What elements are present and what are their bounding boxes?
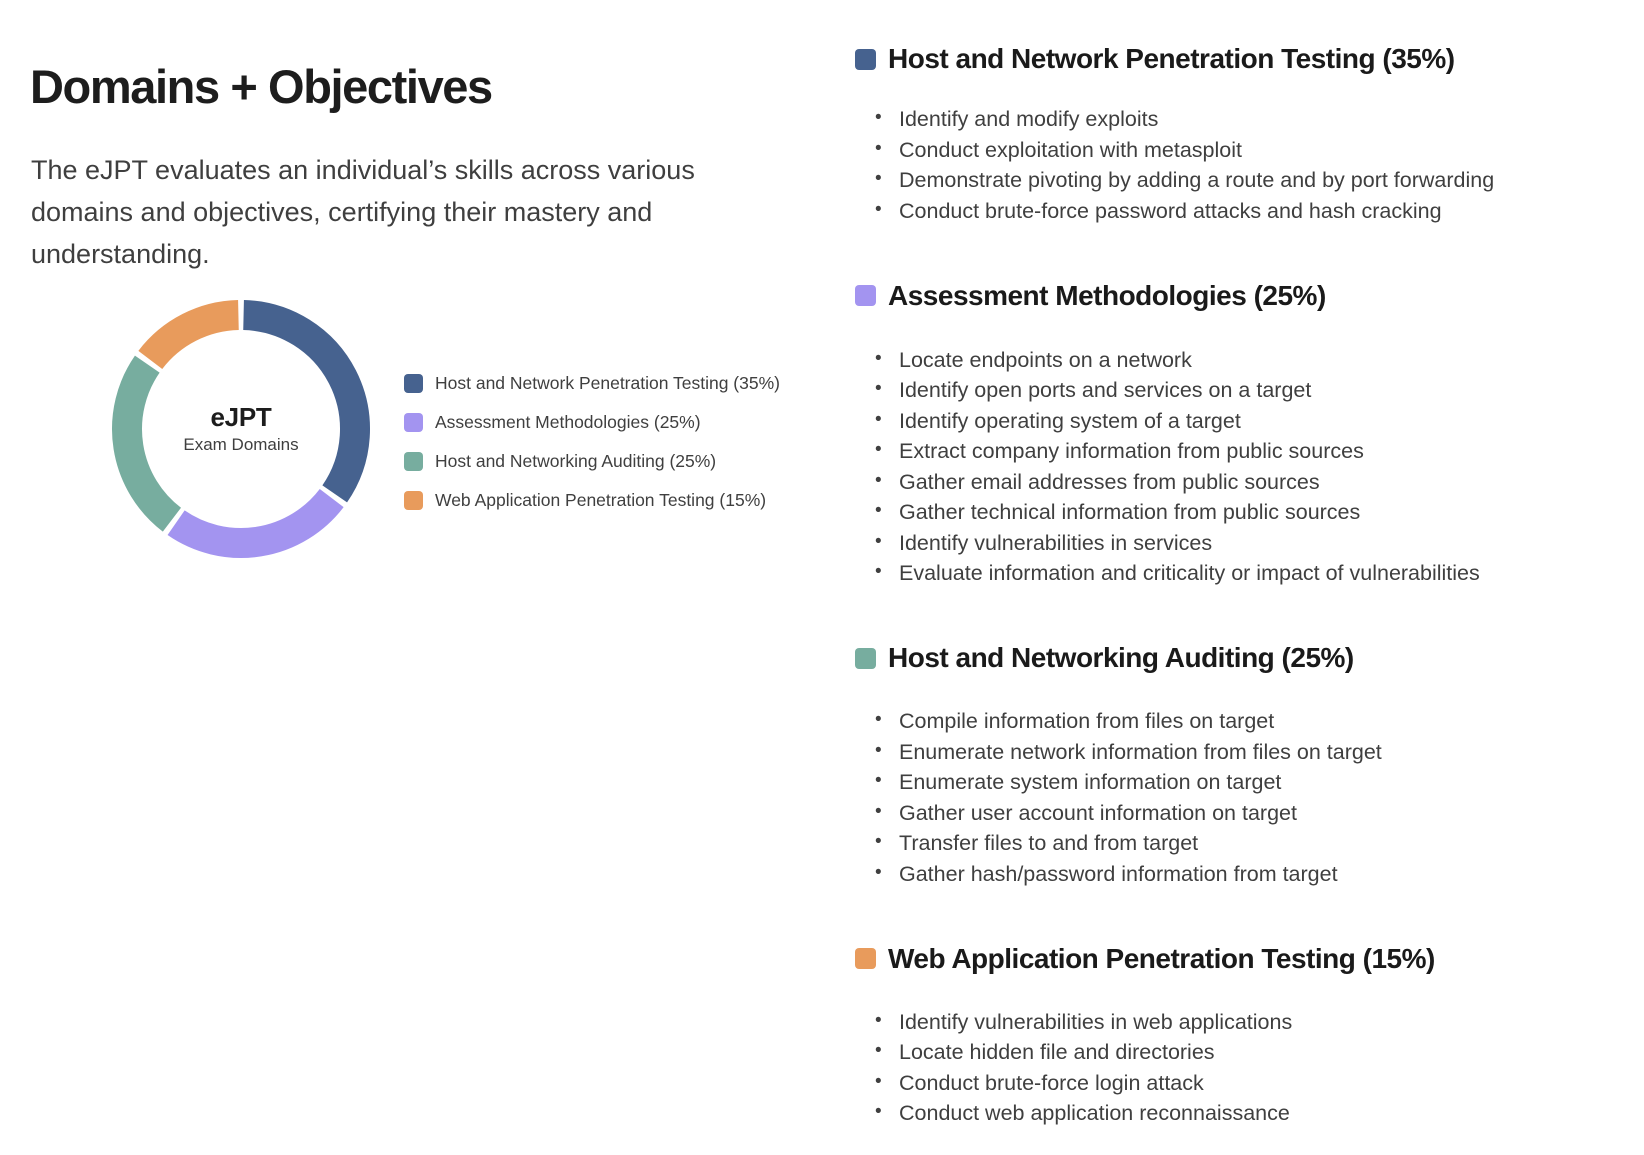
domain-title: Host and Networking Auditing (25%) <box>888 642 1354 674</box>
domain-section: Web Application Penetration Testing (15%… <box>855 919 1644 1128</box>
domains-list: Host and Network Penetration Testing (35… <box>855 20 1644 1155</box>
domain-color-swatch <box>855 285 876 307</box>
domain-title: Web Application Penetration Testing (15%… <box>888 942 1435 974</box>
objective-item: Transfer files to and from target <box>867 827 1644 859</box>
domain-color-swatch <box>855 948 876 970</box>
objective-item: Demonstrate pivoting by adding a route a… <box>867 164 1644 196</box>
page-title: Domains + Objectives <box>30 60 493 114</box>
legend-label: Web Application Penetration Testing (15%… <box>435 490 767 510</box>
donut-segment: Web Application Penetration Testing (15%… <box>138 300 240 370</box>
objective-item: Enumerate system information on target <box>867 766 1644 798</box>
objective-item: Identify vulnerabilities in web applicat… <box>867 1006 1644 1038</box>
domain-title: Assessment Methodologies (25%) <box>888 279 1326 311</box>
chart-legend: Host and Network Penetration Testing (35… <box>404 364 804 520</box>
objectives-list: Identify vulnerabilities in web applicat… <box>855 1006 1644 1129</box>
donut-chart-svg: Host and Network Penetration Testing (35… <box>112 300 370 558</box>
objective-item: Gather hash/password information from ta… <box>867 858 1644 890</box>
objective-item: Conduct exploitation with metasploit <box>867 134 1644 166</box>
objective-item: Enumerate network information from files… <box>867 736 1644 768</box>
objective-item: Conduct brute-force login attack <box>867 1067 1644 1099</box>
objective-item: Compile information from files on target <box>867 705 1644 737</box>
legend-row: Assessment Methodologies (25%) <box>404 403 804 442</box>
domain-heading: Host and Network Penetration Testing (35… <box>855 20 1644 98</box>
legend-color-swatch <box>404 491 423 510</box>
donut-chart: Host and Network Penetration Testing (35… <box>105 293 377 565</box>
domain-color-swatch <box>855 48 876 70</box>
left-panel: Domains + Objectives The eJPT evaluates … <box>0 0 830 1078</box>
domain-heading: Assessment Methodologies (25%) <box>855 256 1644 334</box>
objective-item: Conduct brute-force password attacks and… <box>867 195 1644 227</box>
objective-item: Gather user account information on targe… <box>867 797 1644 829</box>
objective-item: Identify vulnerabilities in services <box>867 527 1644 559</box>
domain-section: Host and Networking Auditing (25%) Compil… <box>855 619 1644 889</box>
legend-row: Host and Networking Auditing (25%) <box>404 442 804 481</box>
legend-row: Host and Network Penetration Testing (35… <box>404 364 804 403</box>
objective-item: Identify and modify exploits <box>867 103 1644 135</box>
donut-segment: Assessment Methodologies (25%) <box>167 488 344 558</box>
legend-color-swatch <box>404 374 423 393</box>
objective-item: Conduct web application reconnaissance <box>867 1097 1644 1129</box>
donut-segment: Host and Network Penetration Testing (35… <box>242 300 370 503</box>
objective-item: Gather technical information from public… <box>867 496 1644 528</box>
legend-label: Host and Networking Auditing (25%) <box>435 451 717 471</box>
domain-title: Host and Network Penetration Testing (35… <box>888 43 1455 75</box>
objective-item: Identify operating system of a target <box>867 405 1644 437</box>
objective-item: Gather email addresses from public sourc… <box>867 466 1644 498</box>
legend-row: Web Application Penetration Testing (15%… <box>404 481 804 520</box>
legend-color-swatch <box>404 413 423 432</box>
objectives-list: Locate endpoints on a networkIdentify op… <box>855 344 1644 589</box>
legend-label: Host and Network Penetration Testing (35… <box>435 373 780 393</box>
domain-section: Host and Network Penetration Testing (35… <box>855 20 1644 226</box>
legend-label: Assessment Methodologies (25%) <box>435 412 701 432</box>
intro-paragraph: The eJPT evaluates an individual’s skill… <box>31 155 695 269</box>
objective-item: Extract company information from public … <box>867 435 1644 467</box>
objective-item: Identify open ports and services on a ta… <box>867 374 1644 406</box>
objectives-list: Identify and modify exploitsConduct expl… <box>855 103 1644 227</box>
domain-heading: Host and Networking Auditing (25%) <box>855 619 1644 697</box>
donut-segment: Host and Networking Auditing (25%) <box>112 355 182 532</box>
objective-item: Evaluate information and criticality or … <box>867 557 1644 589</box>
legend-color-swatch <box>404 452 423 471</box>
objective-item: Locate hidden file and directories <box>867 1036 1644 1068</box>
objective-item: Locate endpoints on a network <box>867 344 1644 376</box>
objectives-list: Compile information from files on target… <box>855 705 1644 890</box>
domain-section: Assessment Methodologies (25%) Locate end… <box>855 256 1644 588</box>
domain-heading: Web Application Penetration Testing (15%… <box>855 919 1644 997</box>
domain-color-swatch <box>855 647 876 669</box>
